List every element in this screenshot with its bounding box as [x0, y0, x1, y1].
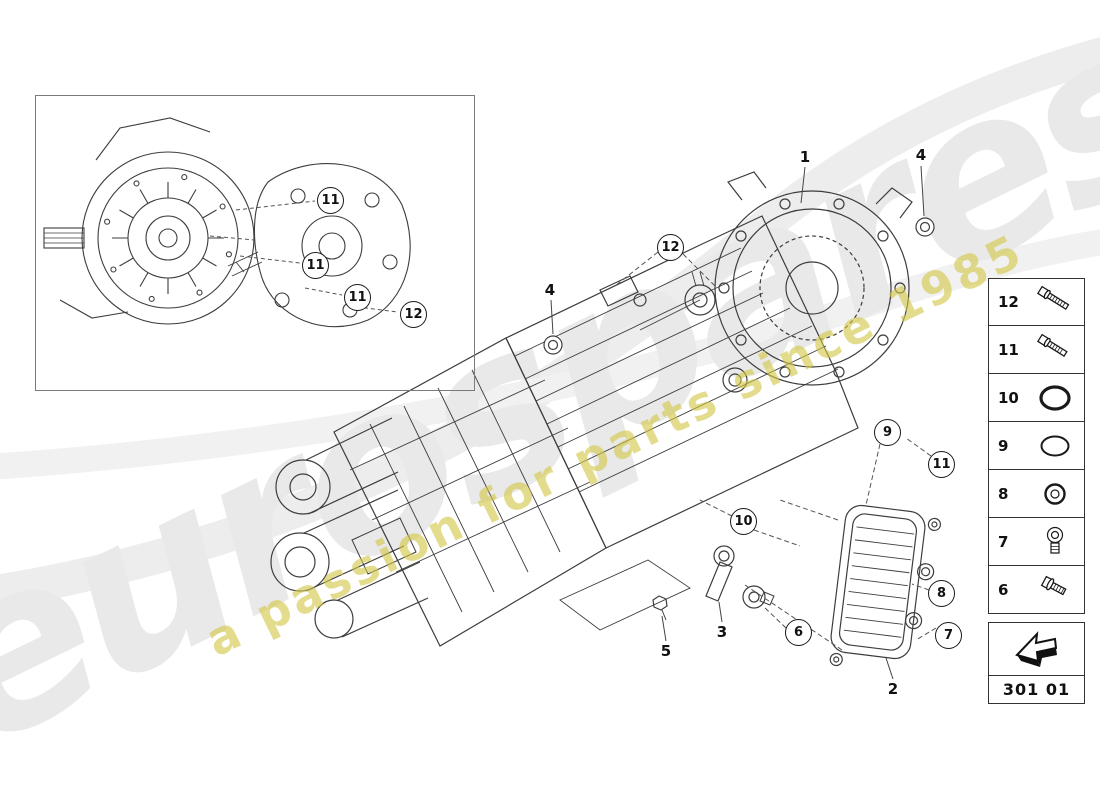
- hex-bolt-long-icon: [1036, 333, 1068, 357]
- screw-plug-icon: [1046, 526, 1064, 554]
- callout-11[interactable]: 11: [317, 187, 344, 214]
- leader-lines-dashed: [614, 251, 937, 651]
- legend-item-10[interactable]: 10: [988, 374, 1085, 422]
- legend-number: 8: [998, 484, 1009, 503]
- part-group-code: 301 01: [989, 675, 1084, 703]
- legend-number: 11: [998, 340, 1019, 359]
- direction-arrow-icon: [1014, 631, 1057, 667]
- legend-number: 12: [998, 293, 1019, 311]
- callout-11[interactable]: 11: [302, 252, 329, 279]
- bell-housing: [714, 171, 913, 393]
- callout-4[interactable]: 4: [915, 146, 927, 164]
- leader-lines-solid: [550, 165, 925, 680]
- underside-parts: [559, 545, 775, 631]
- legend-number: 9: [998, 436, 1009, 455]
- legend-item-9[interactable]: 9: [988, 422, 1085, 470]
- callout-4[interactable]: 4: [544, 281, 556, 299]
- legend-number: 10: [998, 388, 1019, 407]
- callout-12[interactable]: 12: [657, 234, 684, 261]
- oil-plugs: [543, 217, 935, 355]
- gearbox-body: [505, 215, 859, 549]
- callout-1[interactable]: 1: [799, 148, 811, 166]
- parts-legend: 12 11 10: [988, 278, 1085, 614]
- callout-9[interactable]: 9: [874, 419, 901, 446]
- legend-number: 7: [998, 532, 1009, 551]
- legend-number: 6: [998, 580, 1009, 599]
- callout-5[interactable]: 5: [660, 642, 672, 660]
- callout-8[interactable]: 8: [928, 580, 955, 607]
- inset-panel: [35, 95, 475, 391]
- o-ring-large-icon: [1039, 384, 1071, 411]
- hex-flange-bolt-icon: [1040, 575, 1067, 595]
- seal-washer-icon: [1044, 482, 1066, 505]
- legend-item-8[interactable]: 8: [988, 470, 1085, 518]
- callout-12[interactable]: 12: [400, 301, 427, 328]
- legend-item-12[interactable]: 12: [988, 278, 1085, 326]
- hex-bolt-long-icon: [1036, 285, 1070, 311]
- oil-cooler: [829, 504, 942, 667]
- callout-7[interactable]: 7: [935, 622, 962, 649]
- callout-2[interactable]: 2: [887, 680, 899, 698]
- part-group-code-box[interactable]: 301 01: [988, 622, 1085, 704]
- legend-item-11[interactable]: 11: [988, 326, 1085, 374]
- callout-11[interactable]: 11: [928, 451, 955, 478]
- callout-3[interactable]: 3: [716, 623, 728, 641]
- legend-item-7[interactable]: 7: [988, 518, 1085, 566]
- o-ring-icon: [1040, 435, 1070, 456]
- callout-6[interactable]: 6: [785, 619, 812, 646]
- callout-10[interactable]: 10: [730, 508, 757, 535]
- legend-item-6[interactable]: 6: [988, 566, 1085, 614]
- callout-11[interactable]: 11: [344, 284, 371, 311]
